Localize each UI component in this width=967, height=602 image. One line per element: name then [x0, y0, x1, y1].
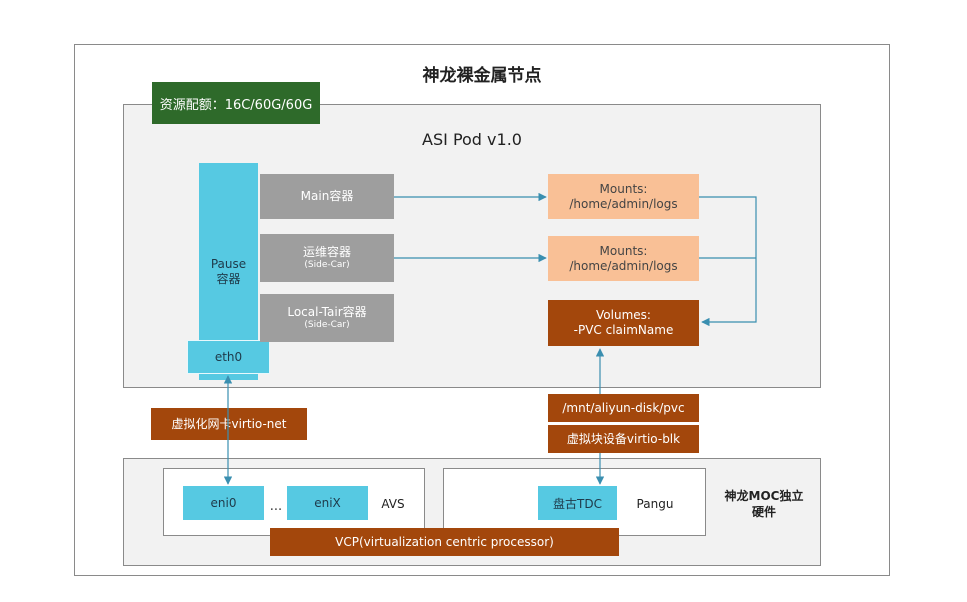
- ops-container-sub: (Side-Car): [304, 260, 350, 270]
- arrow-mounts-to-volumes: [699, 196, 757, 327]
- mount-path-label: /mnt/aliyun-disk/pvc: [562, 400, 685, 415]
- enix-box: eniX: [287, 486, 368, 520]
- vcp-label: VCP(virtualization centric processor): [335, 534, 554, 549]
- vcp-box: VCP(virtualization centric processor): [270, 528, 619, 556]
- eth0-box: eth0: [187, 340, 270, 374]
- eni0-label: eni0: [210, 496, 237, 510]
- mounts-2-line2: /home/admin/logs: [569, 258, 678, 273]
- tair-container-sub: (Side-Car): [304, 320, 350, 330]
- resource-quota-box: 资源配额：16C/60G/60G: [152, 82, 320, 124]
- diagram-title: 神龙裸金属节点: [422, 65, 542, 86]
- pause-label-line1: Pause: [210, 256, 247, 271]
- tair-container-box: Local-Tair容器 (Side-Car): [260, 294, 394, 342]
- moc-label-line2: 硬件: [751, 505, 776, 519]
- mounts-2-line1: Mounts:: [599, 243, 648, 258]
- moc-label-line1: 神龙MOC独立: [724, 489, 804, 503]
- ops-container-box: 运维容器 (Side-Car): [260, 234, 394, 282]
- volumes-line1: Volumes:: [596, 308, 651, 322]
- mounts-1-line1: Mounts:: [599, 181, 648, 196]
- virtio-blk-box: 虚拟块设备virtio-blk: [548, 425, 699, 453]
- tair-container-label: Local-Tair容器: [287, 305, 367, 319]
- avs-label: AVS: [381, 497, 405, 511]
- virtio-blk-label: 虚拟块设备virtio-blk: [566, 431, 681, 446]
- pangu-tdc-label: 盘古TDC: [553, 496, 602, 511]
- volumes-box: Volumes: -PVC claimName: [548, 300, 699, 346]
- pangu-label: Pangu: [636, 497, 674, 511]
- moc-hardware-label: 神龙MOC独立 硬件: [712, 486, 816, 522]
- volumes-line2: -PVC claimName: [573, 323, 674, 337]
- main-container-box: Main容器: [260, 174, 394, 219]
- mounts-box-2: Mounts: /home/admin/logs: [548, 236, 699, 281]
- enix-label: eniX: [314, 496, 341, 510]
- pangu-tdc-box: 盘古TDC: [538, 486, 617, 520]
- mount-path-box: /mnt/aliyun-disk/pvc: [548, 394, 699, 422]
- ops-container-label: 运维容器: [302, 245, 351, 259]
- eni0-box: eni0: [183, 486, 264, 520]
- ellipsis: ...: [269, 498, 283, 514]
- mounts-box-1: Mounts: /home/admin/logs: [548, 174, 699, 219]
- main-container-label: Main容器: [300, 189, 354, 203]
- eth0-label: eth0: [214, 350, 243, 364]
- resource-quota-label: 资源配额：16C/60G/60G: [159, 97, 313, 113]
- pod-title: ASI Pod v1.0: [422, 129, 522, 149]
- pause-label-line2: 容器: [216, 271, 241, 286]
- mounts-1-line2: /home/admin/logs: [569, 196, 678, 211]
